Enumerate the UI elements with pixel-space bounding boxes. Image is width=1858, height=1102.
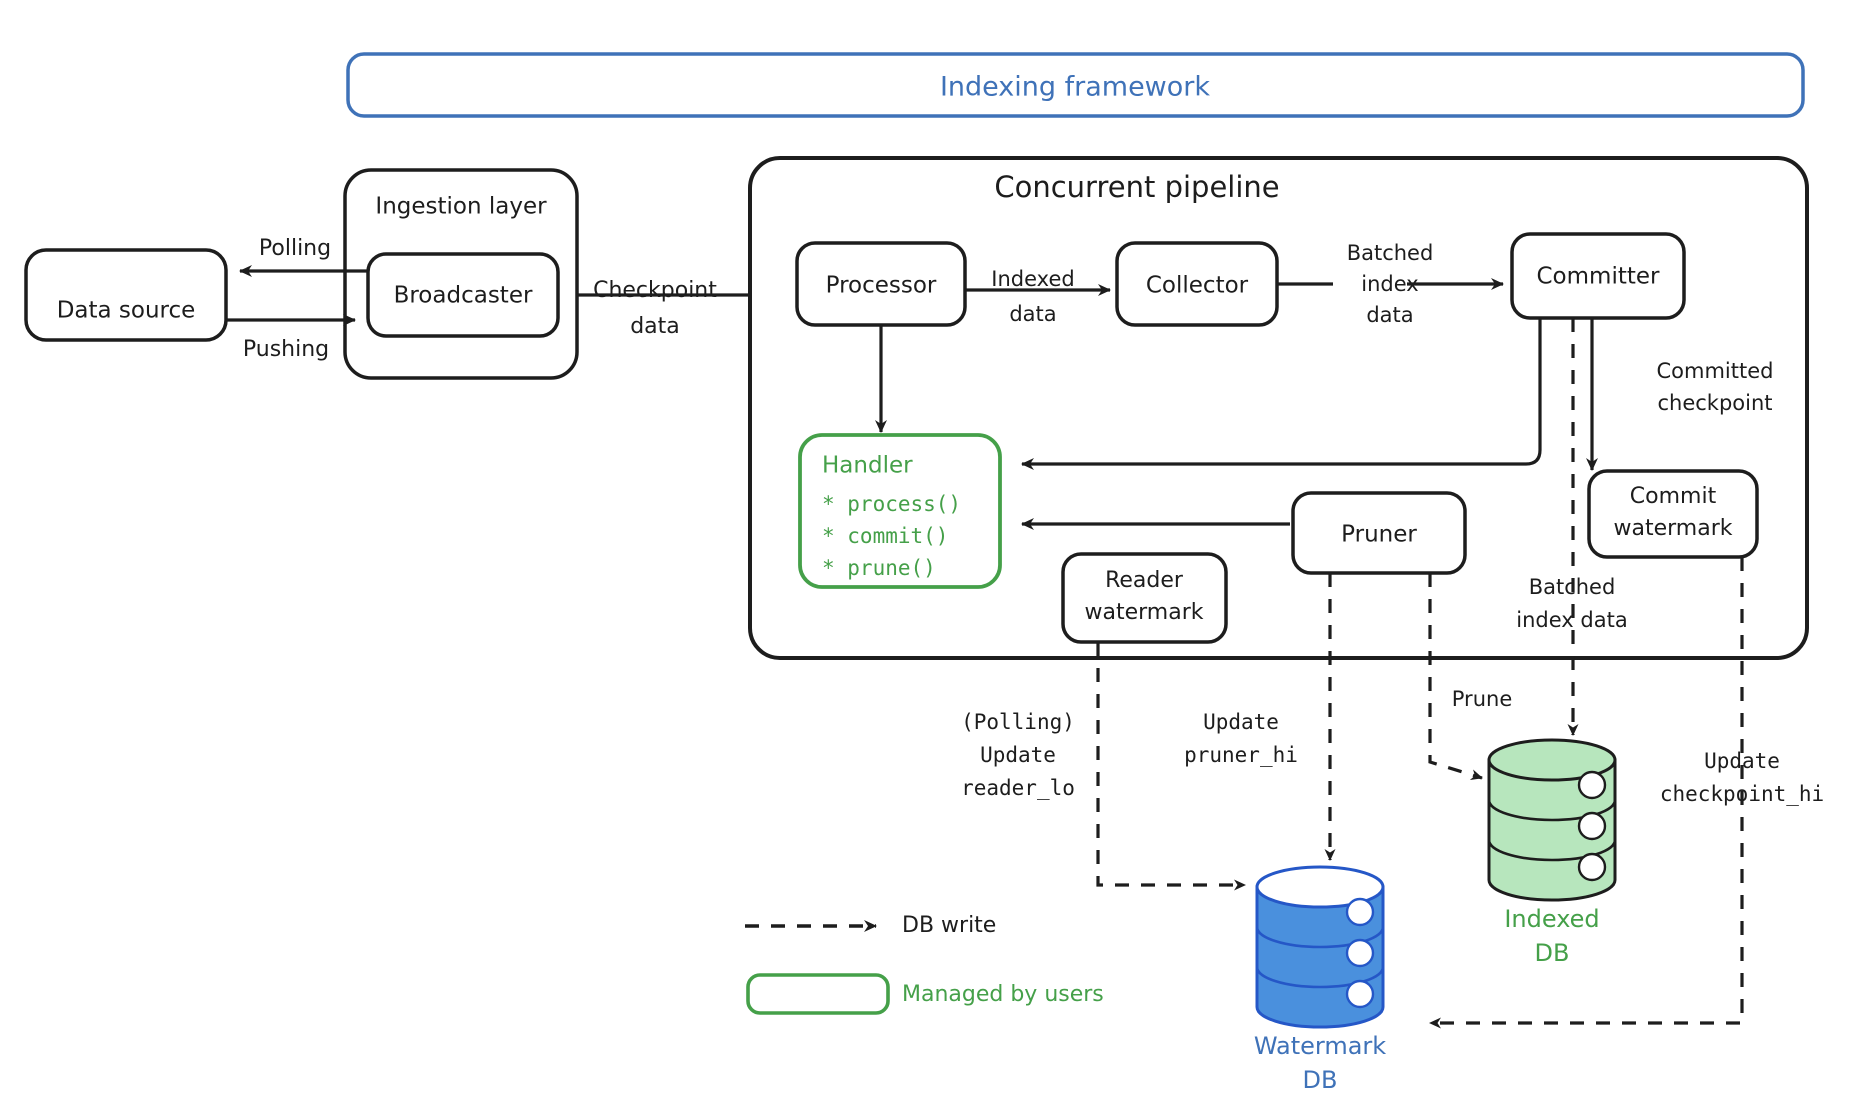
edge-checkpoint-data-line2: data — [630, 314, 680, 339]
watermark-db-indicator-1 — [1345, 897, 1375, 927]
edge-indexed-data-line1: Indexed — [991, 267, 1074, 291]
edge-batched-index-data: Batched index data — [1277, 241, 1504, 327]
indexing-framework-outline — [346, 52, 1805, 118]
edge-committed-checkpoint-line2: checkpoint — [1657, 391, 1772, 415]
legend-managed-icon — [746, 973, 890, 1015]
edge-committed-checkpoint-line1: Committed — [1657, 359, 1774, 383]
reader-watermark-line1: Reader — [1105, 568, 1184, 593]
handler-title: Handler — [822, 453, 913, 479]
edge-pushing-label: Pushing — [243, 337, 329, 362]
processor-node[interactable]: Processor — [795, 241, 967, 327]
handler-node[interactable]: Handler * process() * commit() * prune() — [798, 433, 1002, 589]
edge-batched-index-db-line2: index data — [1516, 608, 1627, 632]
edge-checkpoint-hi-line2: checkpoint_hi — [1660, 782, 1824, 806]
edge-batched-index-data-line3: data — [1366, 303, 1413, 327]
edge-reader-lo-write: (Polling) Update reader_lo — [961, 642, 1246, 891]
edge-pruner-hi-write: Update pruner_hi — [1184, 573, 1336, 861]
indexed-db-indicator-1 — [1577, 770, 1607, 800]
indexed-db-indicator-3 — [1577, 852, 1607, 882]
indexed-db-node[interactable]: Indexed DB — [1487, 738, 1617, 967]
watermark-db-label-line1: Watermark — [1254, 1032, 1386, 1060]
edge-committed-checkpoint: Committed checkpoint — [1586, 318, 1774, 471]
handler-method-process: * process() — [822, 492, 961, 516]
indexed-db-label-line1: Indexed — [1504, 905, 1599, 933]
watermark-db-divider-2 — [1255, 966, 1385, 989]
broadcaster-box[interactable] — [366, 252, 560, 338]
edge-polling-label: Polling — [259, 236, 331, 261]
edge-checkpoint-hi-line1: Update — [1704, 749, 1780, 773]
edge-reader-lo-line3: reader_lo — [961, 776, 1075, 800]
committer-node[interactable]: Committer — [1510, 232, 1686, 320]
edge-pruner-hi-line1: Update — [1203, 710, 1279, 734]
edge-batched-index-data-to-db: Batched index data — [1516, 318, 1628, 736]
indexing-framework-title: Indexing framework — [940, 72, 1210, 103]
handler-box[interactable] — [798, 433, 1002, 589]
watermark-db-indicator-2 — [1345, 938, 1375, 968]
watermark-db-divider-1 — [1255, 926, 1385, 949]
edge-checkpoint-data-line1: Checkpoint — [593, 278, 717, 303]
pruner-node[interactable]: Pruner — [1291, 491, 1467, 575]
reader-watermark-node[interactable]: Reader watermark — [1061, 552, 1228, 644]
broadcaster-label: Broadcaster — [394, 283, 533, 309]
pruner-label: Pruner — [1341, 522, 1417, 548]
commit-watermark-line2: watermark — [1614, 516, 1733, 541]
pruner-box[interactable] — [1291, 491, 1467, 575]
committer-box[interactable] — [1510, 232, 1686, 320]
indexed-db-label-line2: DB — [1535, 939, 1570, 967]
ingestion-layer-container: Ingestion layer Broadcaster — [343, 168, 579, 380]
watermark-db-indicator-3 — [1345, 979, 1375, 1009]
indexed-db-divider-1 — [1487, 799, 1617, 822]
collector-label: Collector — [1146, 273, 1249, 299]
watermark-db-node[interactable]: Watermark DB — [1254, 865, 1386, 1094]
edge-polling: Polling — [239, 236, 368, 277]
concurrent-pipeline-title: Concurrent pipeline — [994, 170, 1279, 204]
edge-pruner-hi-line2: pruner_hi — [1184, 743, 1298, 767]
edge-batched-index-data-line1: Batched — [1347, 241, 1434, 265]
commit-watermark-node[interactable]: Commit watermark — [1587, 469, 1759, 559]
edge-prune-label: Prune — [1452, 687, 1512, 711]
edge-indexed-data: Indexed data — [965, 267, 1111, 326]
indexed-db-divider-2 — [1487, 839, 1617, 862]
legend: DB write Managed by users — [745, 913, 1104, 1015]
handler-method-prune: * prune() — [822, 556, 936, 580]
edge-reader-lo-line2: Update — [980, 743, 1056, 767]
committer-label: Committer — [1537, 264, 1661, 290]
edge-batched-index-db-line1: Batched — [1529, 575, 1616, 599]
edge-batched-index-data-line2: index — [1361, 272, 1418, 296]
edge-pushing: Pushing — [226, 314, 356, 362]
legend-managed-label: Managed by users — [902, 982, 1104, 1007]
data-source-box[interactable] — [24, 248, 228, 342]
handler-method-commit: * commit() — [822, 524, 948, 548]
indexed-db-indicator-2 — [1577, 811, 1607, 841]
watermark-db-label-line2: DB — [1303, 1066, 1338, 1094]
collector-node[interactable]: Collector — [1115, 241, 1279, 327]
legend-db-write-label: DB write — [902, 913, 996, 938]
edge-prune: Prune — [1428, 573, 1512, 781]
edge-committer-to-handler — [1021, 318, 1542, 470]
commit-watermark-line1: Commit — [1630, 484, 1717, 509]
commit-watermark-box[interactable] — [1587, 469, 1759, 559]
processor-label: Processor — [826, 273, 937, 299]
data-source-label: Data source — [57, 298, 196, 324]
reader-watermark-box[interactable] — [1061, 552, 1228, 644]
edge-indexed-data-line2: data — [1009, 302, 1056, 326]
indexing-framework-container: Indexing framework — [346, 52, 1805, 118]
ingestion-layer-title: Ingestion layer — [375, 194, 547, 220]
edge-checkpoint-hi-write: Update checkpoint_hi — [1429, 557, 1824, 1029]
indexed-db-top — [1487, 738, 1617, 782]
edge-reader-lo-line1: (Polling) — [961, 710, 1075, 734]
data-source-node[interactable]: Data source — [24, 248, 228, 342]
watermark-db-top — [1255, 865, 1385, 909]
reader-watermark-line2: watermark — [1085, 600, 1204, 625]
